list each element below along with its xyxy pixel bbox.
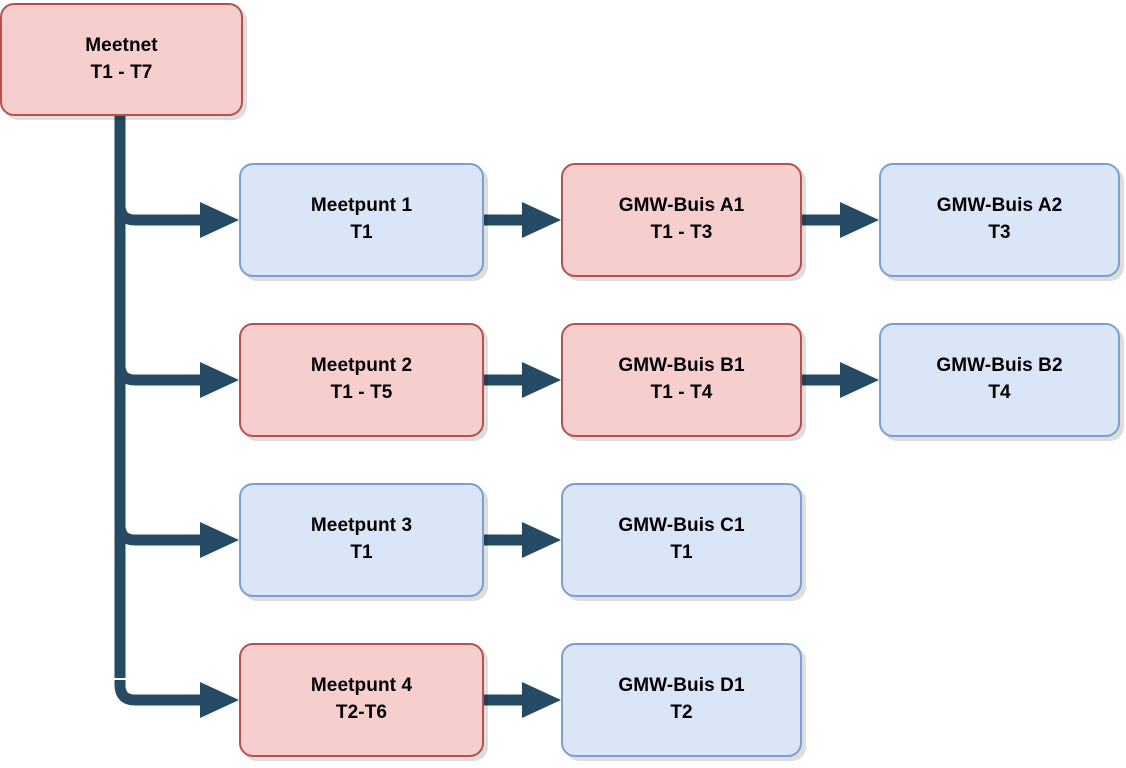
- node-meetpunt-1-title: Meetpunt 1: [310, 195, 413, 217]
- node-gmw-buis-b2[interactable]: GMW-Buis B2 T4: [879, 323, 1120, 437]
- edge-meetnet-to-meetpunt-4: [114, 680, 239, 718]
- node-gmw-buis-b2-title: GMW-Buis B2: [936, 355, 1063, 377]
- node-gmw-buis-b1-title: GMW-Buis B1: [618, 355, 745, 377]
- edge-meetnet-to-meetpunt-2: [114, 360, 239, 398]
- edge-meetpunt-2-to-gmw-buis-b1: [484, 362, 561, 398]
- edge-meetnet-to-meetpunt-1: [114, 200, 239, 238]
- node-meetpunt-4-sub: T2-T6: [335, 702, 388, 723]
- node-gmw-buis-c1-sub: T1: [670, 542, 693, 563]
- node-gmw-buis-c1[interactable]: GMW-Buis C1 T1: [561, 483, 802, 597]
- edge-meetpunt-3-to-gmw-buis-c1: [484, 522, 561, 558]
- node-gmw-buis-a1[interactable]: GMW-Buis A1 T1 - T3: [561, 163, 802, 277]
- node-meetpunt-1[interactable]: Meetpunt 1 T1: [239, 163, 484, 277]
- node-gmw-buis-d1-title: GMW-Buis D1: [618, 675, 745, 697]
- node-gmw-buis-b1[interactable]: GMW-Buis B1 T1 - T4: [561, 323, 802, 437]
- node-meetpunt-4[interactable]: Meetpunt 4 T2-T6: [239, 643, 484, 757]
- node-gmw-buis-c1-title: GMW-Buis C1: [618, 515, 745, 537]
- node-gmw-buis-a2-title: GMW-Buis A2: [936, 195, 1063, 217]
- node-meetnet-title: Meetnet: [85, 34, 158, 56]
- node-meetpunt-2-sub: T1 - T5: [330, 382, 393, 403]
- node-gmw-buis-a2-sub: T3: [988, 222, 1011, 243]
- node-meetpunt-2-title: Meetpunt 2: [310, 355, 413, 377]
- edge-gmw-buis-b1-to-gmw-buis-b2: [802, 362, 879, 398]
- node-meetpunt-2[interactable]: Meetpunt 2 T1 - T5: [239, 323, 484, 437]
- node-meetnet-sub: T1 - T7: [90, 61, 153, 83]
- edge-meetnet-to-meetpunt-3: [114, 520, 239, 558]
- node-meetpunt-1-sub: T1: [350, 222, 373, 243]
- edge-gmw-buis-a1-to-gmw-buis-a2: [802, 202, 879, 238]
- node-meetpunt-3-sub: T1: [350, 542, 373, 563]
- node-meetpunt-4-title: Meetpunt 4: [310, 675, 413, 697]
- node-gmw-buis-b2-sub: T4: [988, 382, 1011, 403]
- node-gmw-buis-d1[interactable]: GMW-Buis D1 T2: [561, 643, 802, 757]
- edge-meetpunt-1-to-gmw-buis-a1: [484, 202, 561, 238]
- node-meetpunt-3-title: Meetpunt 3: [310, 515, 413, 537]
- node-gmw-buis-a1-sub: T1 - T3: [650, 222, 713, 243]
- edge-meetpunt-4-to-gmw-buis-d1: [484, 682, 561, 718]
- node-gmw-buis-a2[interactable]: GMW-Buis A2 T3: [879, 163, 1120, 277]
- node-meetpunt-3[interactable]: Meetpunt 3 T1: [239, 483, 484, 597]
- node-meetnet[interactable]: Meetnet T1 - T7: [0, 3, 243, 116]
- node-gmw-buis-b1-sub: T1 - T4: [650, 382, 713, 403]
- node-gmw-buis-a1-title: GMW-Buis A1: [618, 195, 745, 217]
- node-gmw-buis-d1-sub: T2: [670, 702, 693, 723]
